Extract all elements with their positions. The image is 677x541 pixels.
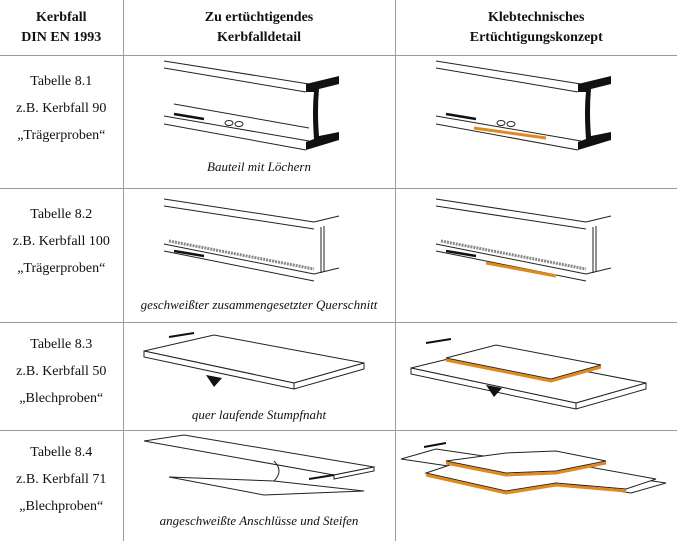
i-beam-drawing: [163, 60, 339, 151]
concept-cell: [394, 188, 677, 323]
detail-cell: geschweißter zusammengesetzter Querschni…: [122, 188, 395, 323]
arrow-icon: [308, 474, 334, 480]
adhesive-layer: [445, 461, 606, 477]
concept-cell: [394, 430, 677, 541]
arrow-icon: [445, 112, 476, 121]
detail-caption: Bauteil mit Löchern: [207, 159, 311, 174]
detail-caption: quer laufende Stumpfnaht: [191, 407, 327, 422]
arrow-icon: [423, 442, 446, 448]
detail-caption: geschweißter zusammengesetzter Querschni…: [140, 297, 378, 312]
butt-weld-reinforced-drawing: [410, 338, 646, 410]
concept-cell: [394, 322, 677, 431]
butt-weld-plate-drawing: [143, 332, 364, 390]
arrow-icon: [168, 332, 194, 338]
detail-cell: angeschweißte Anschlüsse und Steifen: [122, 430, 395, 541]
detail-cell: Bauteil mit Löchern: [122, 55, 395, 189]
adhesive-layer: [425, 473, 626, 495]
attachment-reinforced-drawing: [400, 442, 666, 495]
welded-beam-drawing: [163, 198, 339, 282]
attachment-plate-drawing: [143, 434, 374, 496]
concept-cell: [394, 55, 677, 189]
arrow-icon: [445, 249, 476, 258]
detail-cell: quer laufende Stumpfnaht: [122, 322, 395, 431]
welded-beam-reinforced-drawing: [435, 198, 611, 282]
arrow-icon: [173, 112, 204, 121]
adhesive-layer: [473, 126, 546, 140]
i-beam-reinforced-drawing: [435, 60, 611, 151]
detail-caption: angeschweißte Anschlüsse und Steifen: [159, 513, 359, 528]
arrow-icon: [173, 249, 204, 258]
adhesive-layer: [485, 261, 556, 278]
adhesive-layer: [445, 358, 601, 383]
arrow-icon: [425, 338, 451, 344]
